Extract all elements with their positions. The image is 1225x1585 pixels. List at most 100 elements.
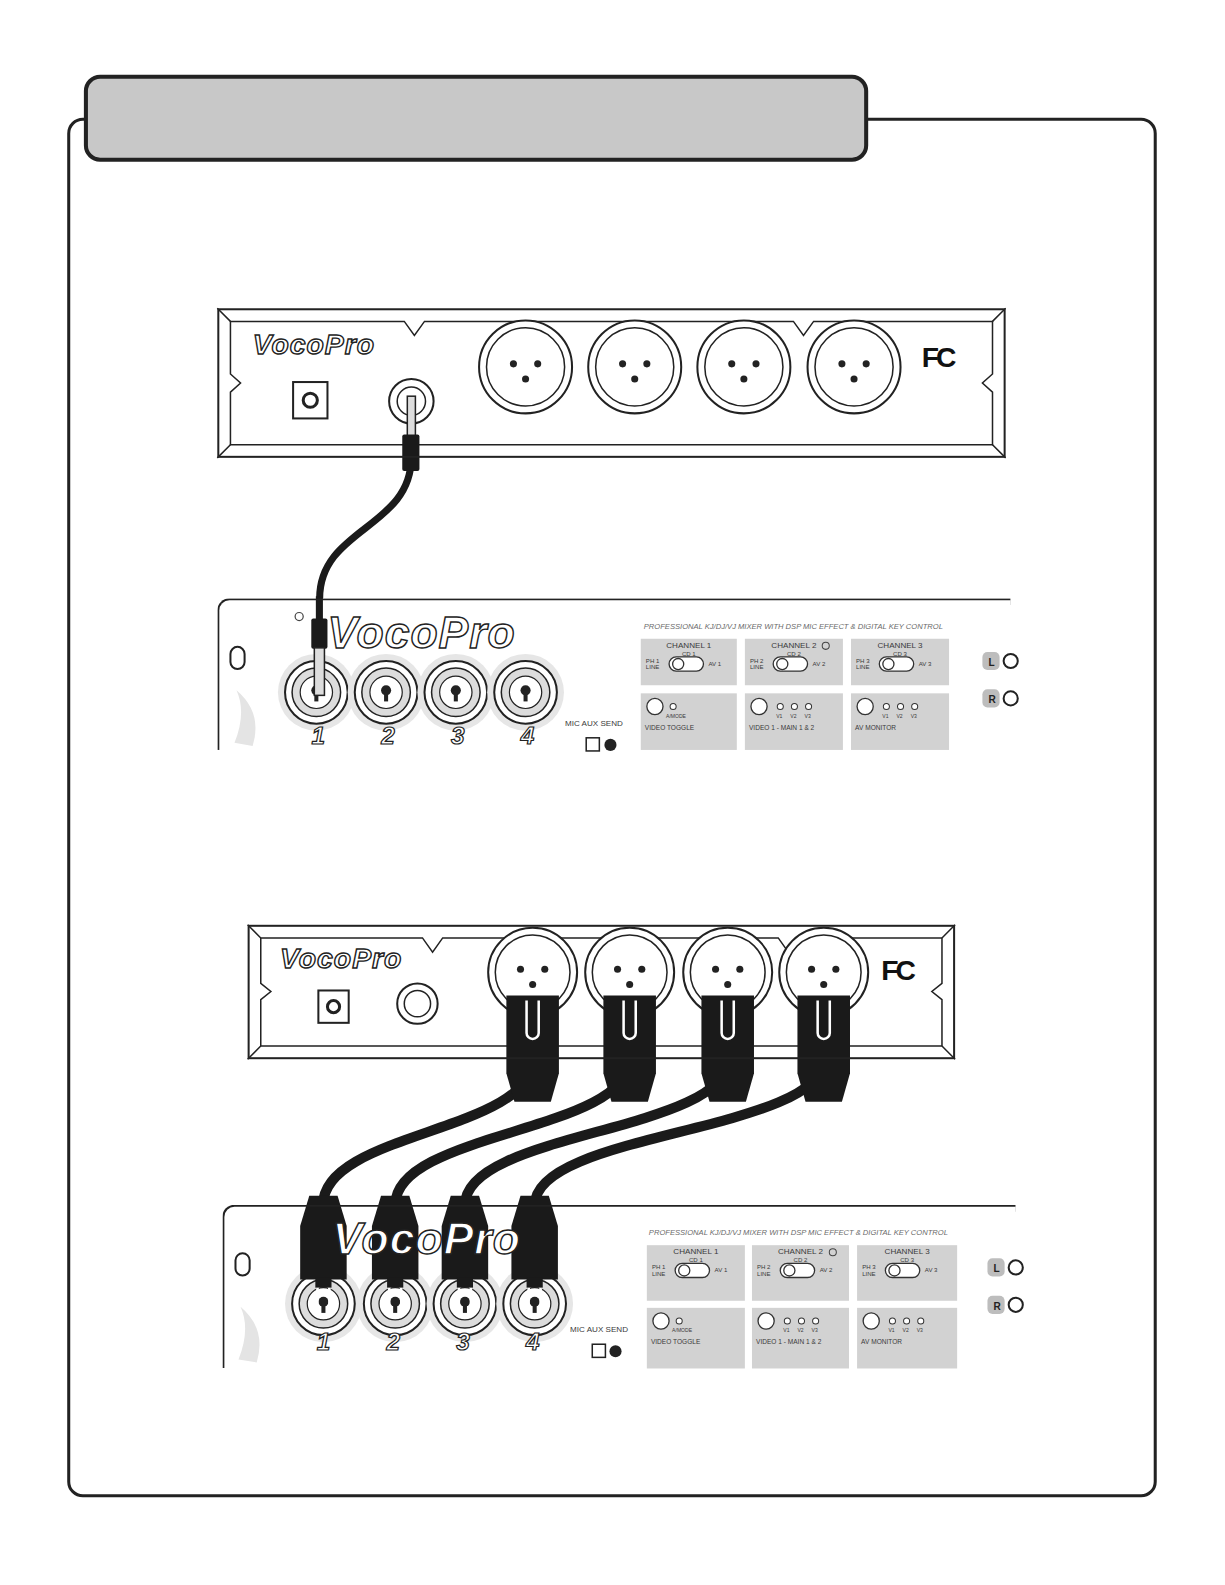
led [889, 1318, 895, 1324]
xlr-plug [624, 1001, 636, 1039]
combo-jack [393, 1302, 397, 1313]
flame-decor [348, 654, 425, 731]
brand-logo: VocoPro [333, 1217, 521, 1261]
xlr-pin [736, 966, 743, 973]
combo-jack [434, 1272, 497, 1335]
input-number: 1 [300, 724, 336, 748]
led [670, 703, 676, 709]
panel-label: CD 1 [647, 1257, 745, 1263]
panel-label: AV MONITOR [861, 1339, 902, 1346]
xlr-pin [838, 360, 845, 367]
xlr-pin [541, 966, 548, 973]
panel-label: PH 3 LINE [856, 658, 874, 671]
xlr-jack [588, 320, 681, 413]
phone-plug [311, 596, 327, 695]
flame-decor [417, 654, 494, 731]
xlr-plug [797, 996, 850, 1102]
brand-logo: VocoPro [280, 945, 402, 973]
panel-label: VIDEO 1 - MAIN 1 & 2 [756, 1339, 821, 1346]
led [806, 703, 812, 709]
panel-label: PH 1 LINE [646, 658, 664, 671]
xlr-pin [626, 981, 633, 988]
push-button [758, 1313, 774, 1329]
xlr-plug [818, 1001, 830, 1039]
panel-label: PH 2 LINE [750, 658, 768, 671]
xlr-plug [722, 1001, 734, 1039]
xlr-pin [752, 360, 759, 367]
panel-label: V3 [917, 1328, 923, 1333]
send-icon [604, 739, 616, 751]
panel-label: VIDEO TOGGLE [645, 725, 694, 732]
power-jack [318, 990, 348, 1022]
phone-jack [397, 983, 437, 1023]
channel-letter: R [988, 695, 995, 705]
panel-label: V2 [790, 714, 796, 719]
rca-jack [1009, 1298, 1023, 1312]
input-number: 3 [440, 724, 476, 748]
xlr-plug [506, 996, 559, 1102]
toggle-switch [669, 657, 703, 671]
push-button [863, 1313, 879, 1329]
flame-decor [487, 654, 564, 731]
combo-jack [503, 1272, 566, 1335]
xlr-plug [701, 996, 754, 1102]
control-panel: V1V2V3AV MONITOR [851, 693, 949, 750]
led [777, 703, 783, 709]
combo-jack [379, 1288, 411, 1320]
xlr-pin [529, 981, 536, 988]
xlr-pin [619, 360, 626, 367]
combo-jack [355, 661, 418, 724]
phone-jack [404, 990, 430, 1016]
xlr-pin [643, 360, 650, 367]
combo-jack [454, 690, 458, 701]
receiver-unit: VocoProFC [217, 308, 1005, 458]
xlr-jack [808, 320, 901, 413]
send-switch [592, 1344, 605, 1357]
push-button [857, 698, 873, 714]
lr-badge [987, 1296, 1004, 1314]
control-panel: V1V2V3VIDEO 1 - MAIN 1 & 2 [752, 1308, 849, 1369]
combo-jack [533, 1302, 537, 1313]
control-panel: CHANNEL 2CD 2PH 2 LINEAV 2 [745, 639, 843, 685]
toggle-switch [784, 1265, 795, 1276]
panel-title: PROFESSIONAL KJ/DJ/VJ MIXER WITH DSP MIC… [649, 1229, 948, 1237]
panel-label: CHANNEL 2 [745, 642, 843, 650]
panel-label: VIDEO 1 - MAIN 1 & 2 [749, 725, 814, 732]
led [813, 1318, 819, 1324]
panel-label: CHANNEL 2 [752, 1248, 849, 1256]
panel-label: PH 2 LINE [757, 1264, 775, 1277]
flame-decor [239, 1307, 260, 1363]
toggle-switch [883, 658, 894, 669]
xlr-plug [315, 1278, 331, 1288]
title-tab [86, 77, 866, 160]
panel-label: CHANNEL 1 [641, 642, 737, 650]
panel-label: PH 3 LINE [862, 1264, 880, 1277]
combo-jack [509, 676, 541, 708]
lr-badge [982, 689, 999, 707]
xlr-plug [457, 1278, 473, 1288]
rca-jack [1009, 1260, 1023, 1274]
panel-label: PH 1 LINE [652, 1264, 670, 1277]
send-switch [586, 738, 599, 751]
push-button [751, 698, 767, 714]
power-jack [327, 1001, 339, 1013]
xlr-pin [712, 966, 719, 973]
panel-label: CD 3 [857, 1257, 957, 1263]
fcc-mark: FC [922, 344, 954, 372]
panel-label: V2 [896, 714, 902, 719]
panel-label: CHANNEL 3 [857, 1248, 957, 1256]
led [912, 703, 918, 709]
xlr-pin [724, 981, 731, 988]
xlr-pin [808, 966, 815, 973]
panel-label: CHANNEL 3 [851, 642, 949, 650]
control-panel: CHANNEL 1CD 1PH 1 LINEAV 1 [647, 1245, 745, 1301]
toggle-switch [679, 1265, 690, 1276]
xlr-plug [317, 1284, 329, 1314]
channel-letter: L [994, 1264, 1000, 1274]
screw-mark [295, 612, 303, 620]
send-icon [609, 1345, 621, 1357]
power-jack [293, 382, 327, 418]
lr-badge [982, 652, 999, 670]
led [676, 1318, 682, 1324]
